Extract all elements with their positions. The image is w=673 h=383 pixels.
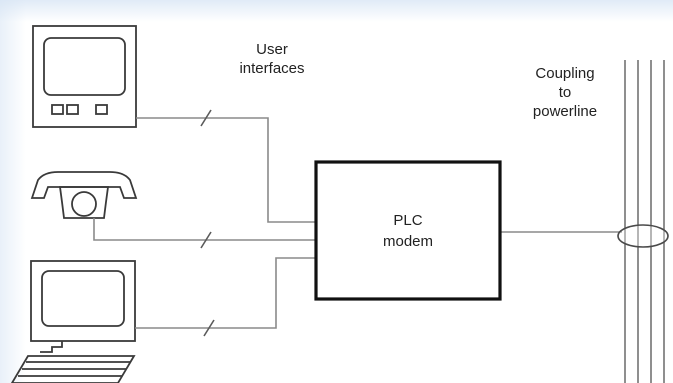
- coupling-line-2: to: [558, 84, 572, 101]
- coupler-ellipse: [617, 224, 669, 248]
- coupling-label: Coupling to powerline: [510, 64, 620, 121]
- coupling-line-3: powerline: [532, 103, 598, 120]
- user-interfaces-label: User interfaces: [222, 40, 322, 78]
- plc-modem-box: [314, 160, 502, 301]
- keyboard-icon: [10, 355, 136, 383]
- powerline-wires: [624, 60, 665, 383]
- monitor-link-slash: [200, 109, 212, 127]
- phone-link-line: [93, 218, 316, 241]
- terminal-link-line: [135, 257, 316, 329]
- phone-link-slash: [200, 231, 212, 249]
- user-interfaces-line-1: User: [256, 41, 288, 58]
- computer-terminal-icon: [30, 260, 136, 353]
- terminal-link-slash: [203, 319, 215, 337]
- plc-modem-line-2: modem: [382, 233, 434, 250]
- plc-modem-line-1: PLC: [393, 212, 423, 229]
- monitor-link-line: [136, 117, 316, 223]
- monitor-icon: [32, 25, 137, 128]
- plc-modem-label: PLC modem: [355, 210, 461, 252]
- telephone-icon: [30, 171, 138, 219]
- coupling-line-1: Coupling: [535, 65, 595, 82]
- user-interfaces-line-2: interfaces: [239, 60, 305, 77]
